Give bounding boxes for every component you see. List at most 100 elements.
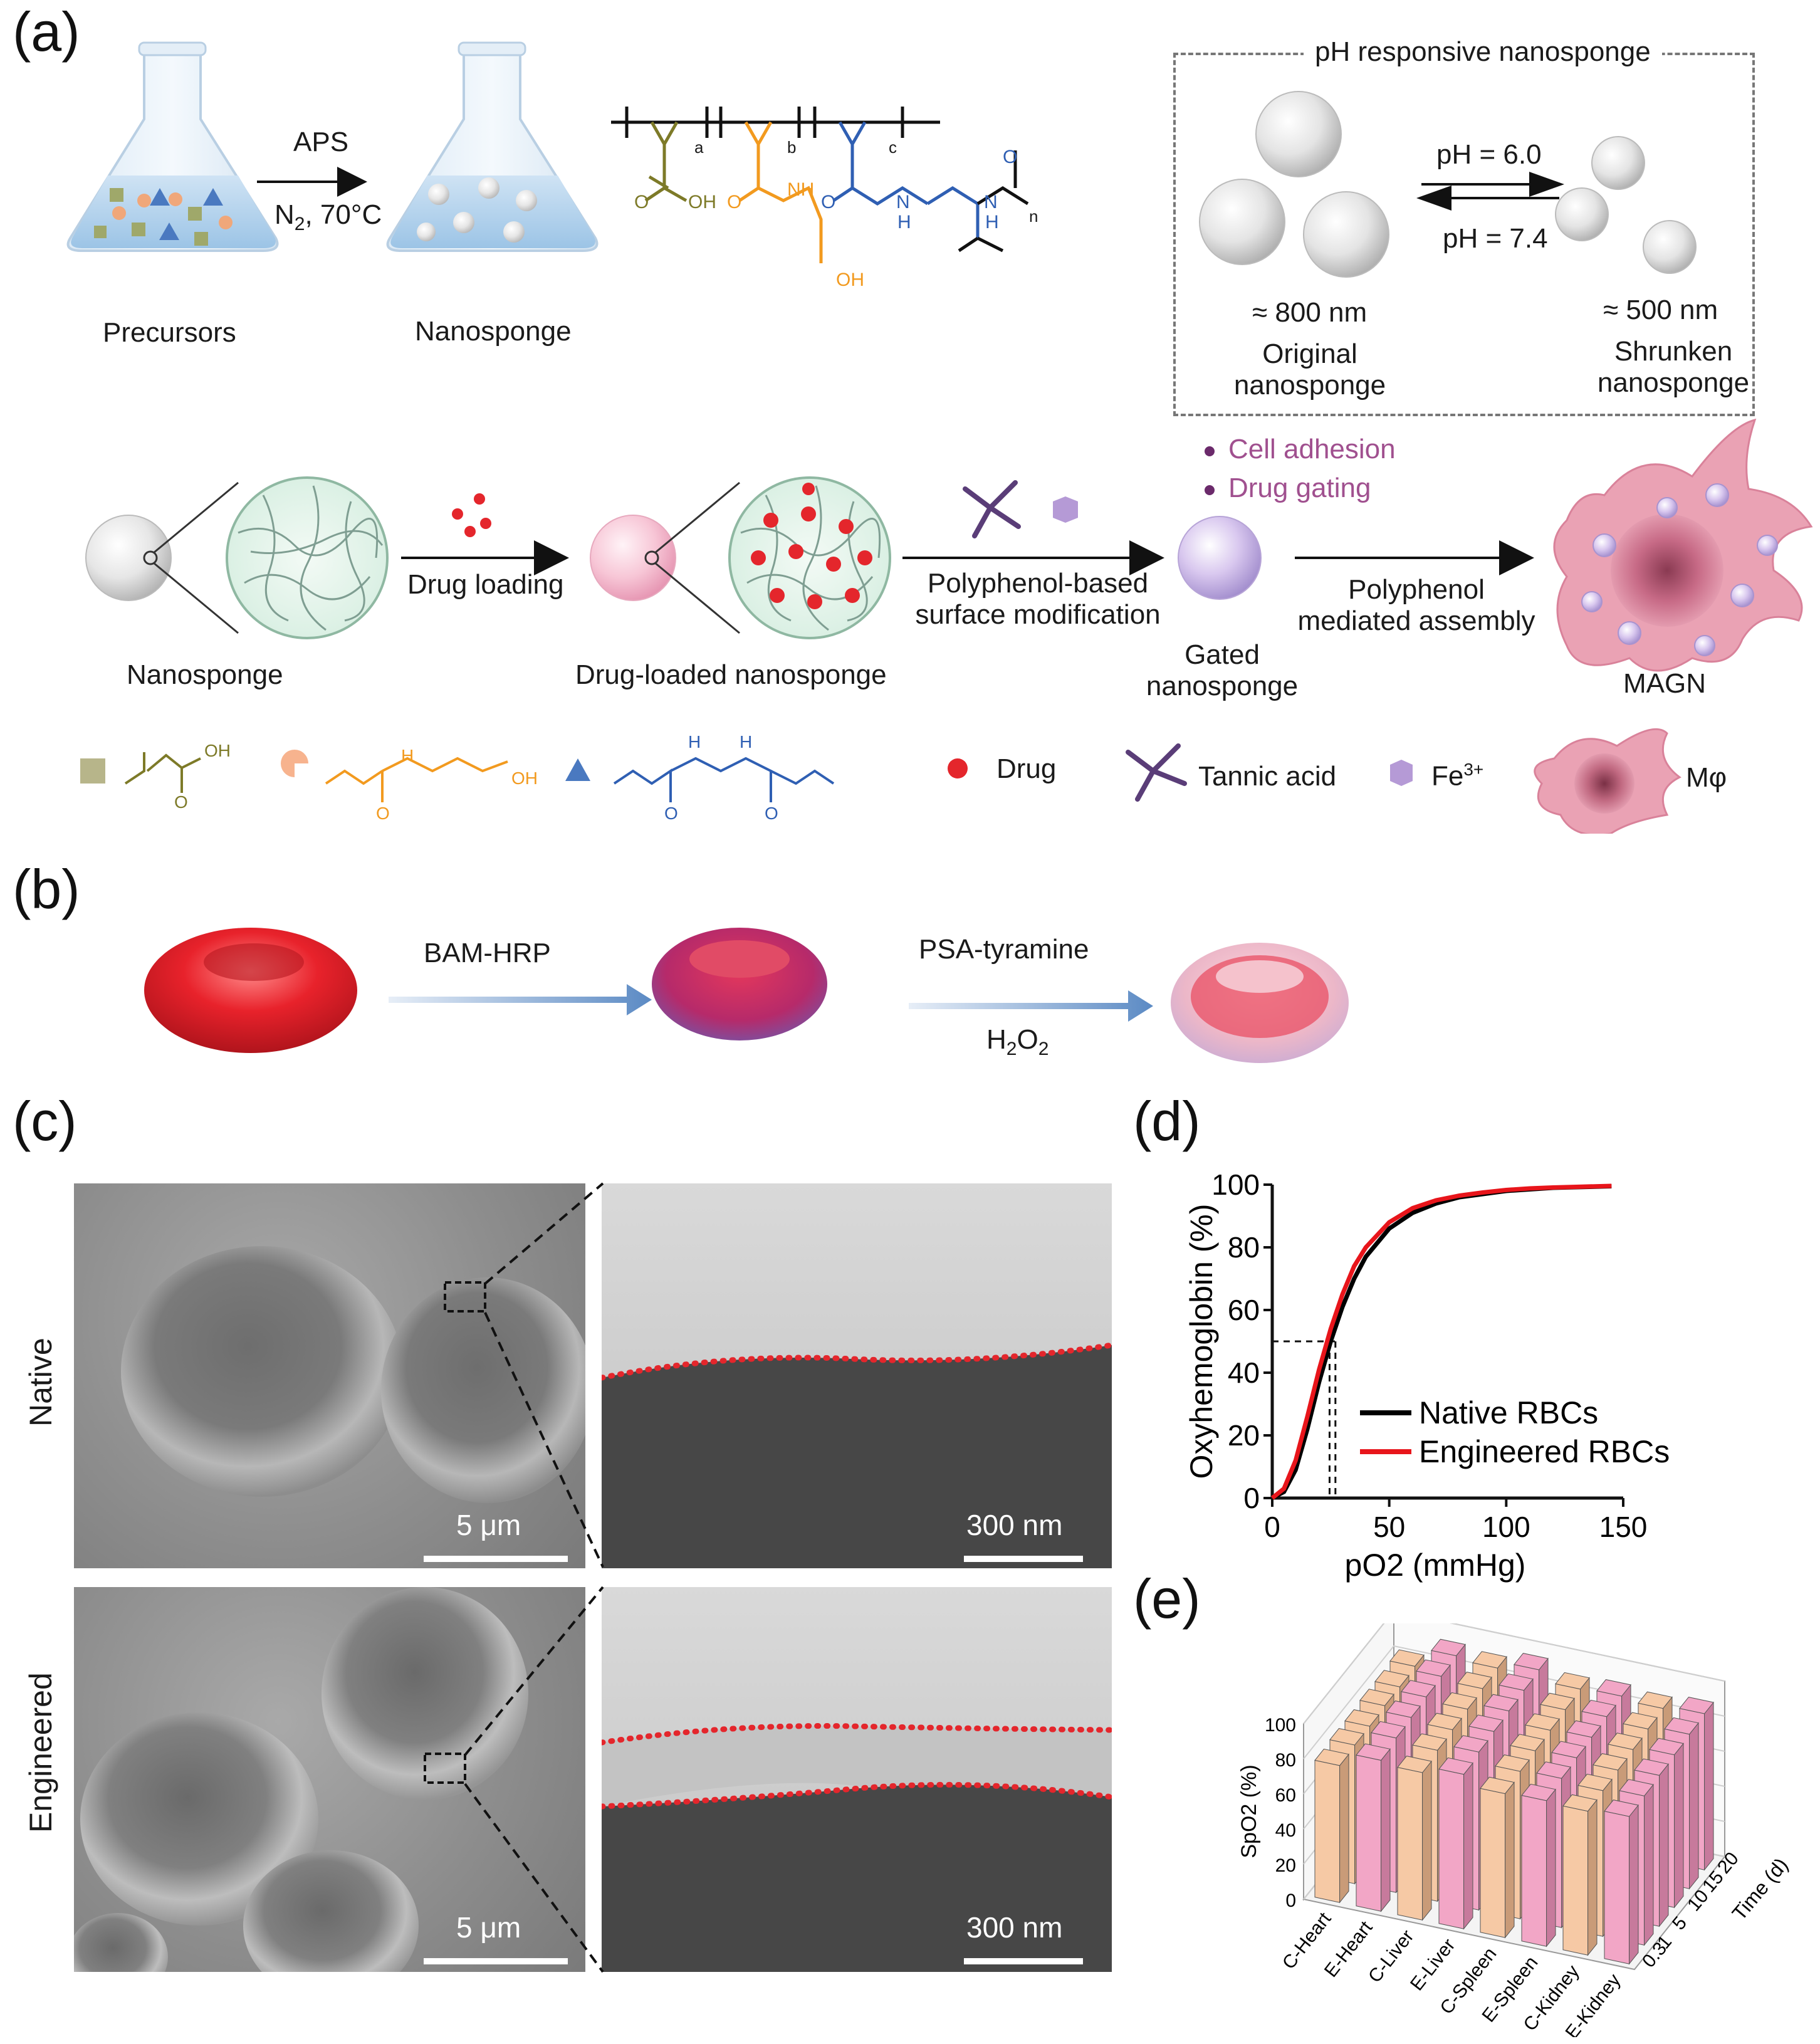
polymer-structure [611,107,1029,263]
size-shrunken-label: ≈ 500 nm [1603,295,1718,325]
polymer-nh1: NH [787,179,815,200]
fe-legend-cube [1390,760,1413,786]
bar-front [1314,1759,1341,1903]
bar-top [1514,1653,1549,1670]
bar-top [1596,1679,1631,1697]
bar-top [1577,1773,1613,1791]
bar-top [1638,1691,1673,1709]
legend-label-1: Engineered RBCs [1419,1434,1670,1469]
spo2-tick-label: 20 [1275,1855,1296,1876]
psa-tyramine-label: PSA-tyramine [919,934,1089,965]
bar-top [1679,1697,1714,1714]
native-rbc-icon [144,928,357,1053]
row-label-native: Native [23,1338,58,1427]
hea-legend-icon [281,750,308,777]
polymer-n2: N [984,192,998,212]
bar-top [1619,1779,1654,1796]
panel-label-d: (d) [1133,1090,1201,1152]
bar-side [1629,1804,1639,1965]
polymer-sub-n: n [1029,207,1038,226]
tem-native-image: 300 nm [602,1183,1112,1568]
bar-top [1371,1721,1406,1739]
bar-top [1401,1680,1436,1697]
drug-loaded-label: Drug-loaded nanosponge [575,659,887,690]
bar-side [1422,1760,1432,1921]
bar-side [1704,1701,1714,1871]
bar-top [1483,1694,1519,1712]
tem-engineered-scale-text: 300 nm [966,1911,1063,1944]
bar-top [1472,1651,1507,1669]
engineered-rbc-icon [1171,943,1349,1063]
bar-side [1674,1743,1684,1909]
bar-top [1329,1728,1364,1746]
y-tick-label: 60 [1228,1294,1260,1326]
tem-native-scale-text: 300 nm [966,1509,1063,1541]
n2-condition-label: N2, 70°C [275,199,382,234]
cell-adhesion-label: Cell adhesion [1228,434,1396,464]
bar-top [1412,1733,1447,1751]
size-original-label: ≈ 800 nm [1252,297,1368,328]
x-tick-label: 50 [1373,1511,1405,1543]
rbc-engineering-illustration [144,928,1153,1053]
bar-side [1644,1783,1654,1946]
panel-label-c: (c) [13,1090,77,1152]
magn-label: MAGN [1623,668,1706,699]
tem-engineered-image: 300 nm [602,1587,1112,1972]
macrophage-legend-icon [1534,728,1681,834]
legend-o-c2: O [765,804,778,823]
legend-h-b: H [401,746,414,765]
bar-side [1659,1763,1669,1927]
ph-spheres [1199,91,1697,278]
bar-front [1356,1754,1382,1912]
x-axis-title: pO2 (mmHg) [1345,1548,1526,1583]
bar-top [1468,1714,1504,1732]
drug-loading-label: Drug loading [407,569,564,600]
bar-top [1566,1720,1601,1738]
precursors-label: Precursors [103,317,236,348]
polymer-oh1: OH [688,192,716,212]
panel-label-b: (b) [13,858,80,920]
spo2-axis-title: SpO2 (%) [1237,1764,1261,1858]
tem-native-scalebar [964,1556,1083,1562]
legend-h-c2: H [740,732,753,752]
zoom-guide-lines [464,1182,604,1973]
bar-top [1521,1783,1556,1801]
bar-top [1431,1638,1466,1657]
spo2-tick-label: 40 [1275,1820,1296,1841]
legend-h-c1: H [688,732,701,752]
bar-top [1623,1712,1658,1729]
y-tick-label: 0 [1243,1482,1260,1514]
tem-engineered-scalebar [964,1958,1083,1964]
ph-forward-label: pH = 6.0 [1436,139,1542,170]
y-tick-label: 100 [1211,1168,1260,1201]
magn-cell-icon [1553,418,1813,672]
bar-top [1344,1709,1379,1727]
bar-top [1457,1672,1492,1689]
y-axis-title: Oxyhemoglobin (%) [1184,1203,1219,1479]
bar-front [1521,1795,1547,1947]
bar-top [1581,1699,1616,1717]
spo2-tick-label: 80 [1275,1750,1296,1771]
bar-top [1551,1741,1586,1758]
bar-front [1438,1768,1465,1929]
tannic-acid-legend-icon [1126,743,1187,802]
bar-front [1397,1766,1423,1921]
bar-top [1427,1712,1462,1731]
sem-engineered-scale-text: 5 μm [456,1911,521,1944]
mba-legend-triangle [565,758,590,781]
polymer-h1: H [897,212,911,233]
bar-top [1442,1692,1477,1710]
ph-box-title: pH responsive nanosponge [1304,36,1662,68]
spo2-tick-label: 60 [1275,1785,1296,1806]
process-illustration [85,418,1813,672]
spo2-tick-label: 0 [1285,1890,1296,1911]
bar-top [1438,1757,1473,1775]
bar-side [1689,1722,1699,1890]
acrylic-acid-legend-square [80,758,105,784]
bar-side [1546,1788,1556,1947]
sem-native-image: 5 μm [74,1183,585,1568]
legend-o-c1: O [664,804,678,823]
series-line-1 [1270,1183,1612,1500]
bar-top [1592,1753,1628,1771]
